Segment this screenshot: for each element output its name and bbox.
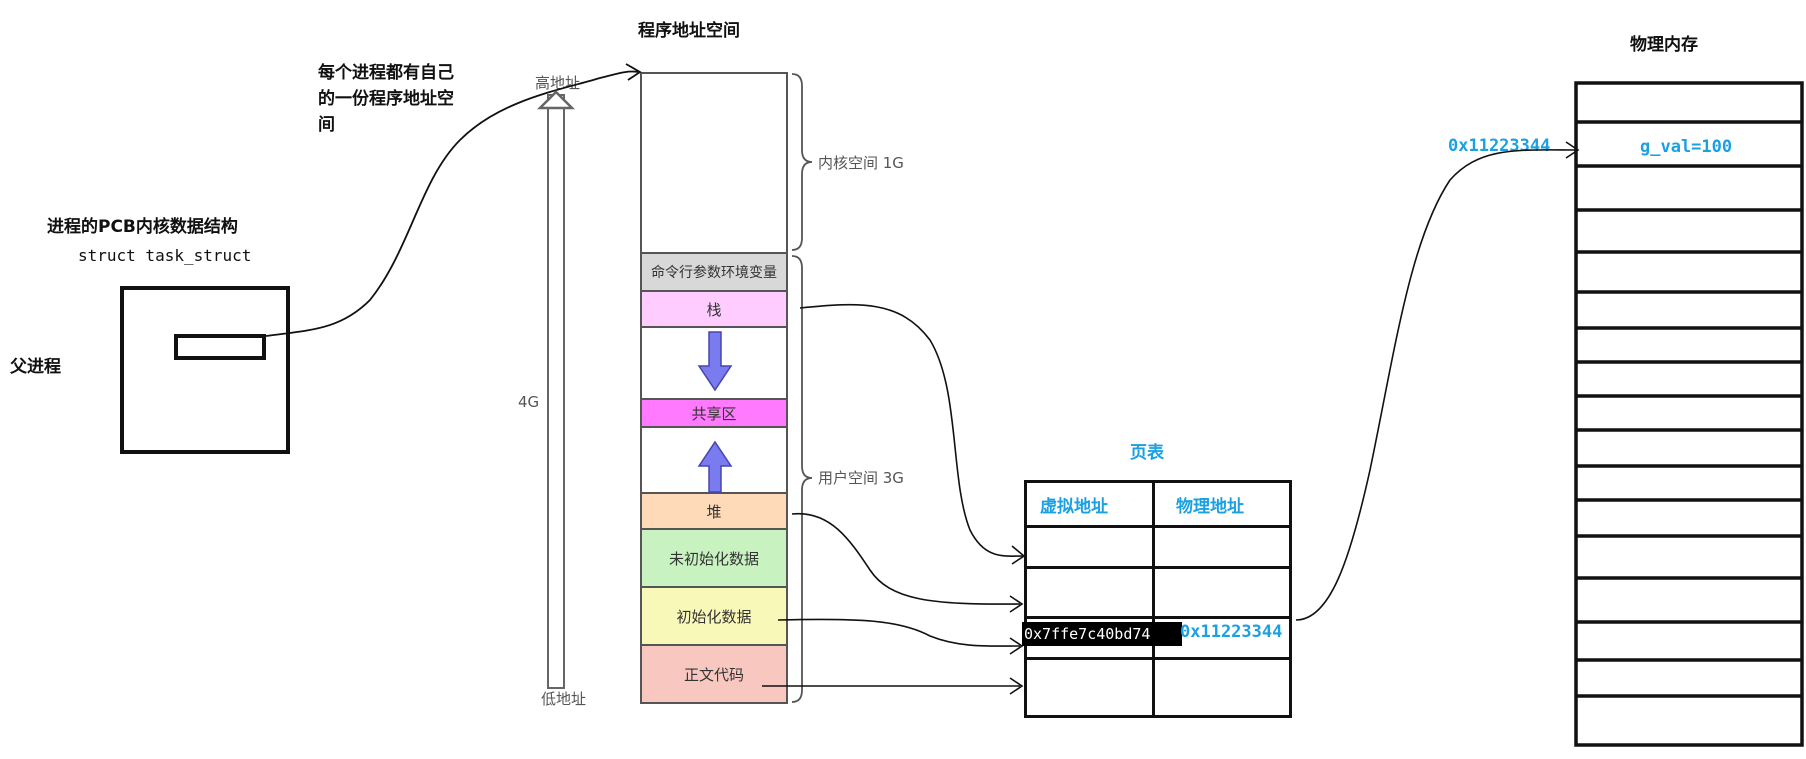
size-4g-label: 4G — [518, 393, 540, 411]
page-table-row-line — [1024, 616, 1289, 619]
4g-axis-arrow-shaft — [547, 94, 565, 689]
arrowhead — [625, 63, 642, 81]
user-space-label: 用户空间 3G — [818, 469, 904, 487]
virtual-address-cell: 0x7ffe7c40bd74 — [1022, 622, 1182, 646]
pcb-heading: 进程的PCB内核数据结构 — [47, 217, 238, 237]
low-address-label: 低地址 — [541, 690, 587, 708]
data-label: 初始化数据 — [676, 607, 752, 626]
bss-segment: 未初始化数据 — [640, 530, 788, 588]
page-table — [1024, 480, 1292, 718]
page-table-row-line — [1024, 525, 1289, 528]
shared-segment: 共享区 — [640, 400, 788, 428]
arrowhead — [1565, 141, 1580, 159]
page-table-to-memory-curve — [1295, 149, 1579, 621]
address-space-title: 程序地址空间 — [638, 21, 740, 41]
arrowhead — [1011, 545, 1026, 565]
page-table-row-line — [1024, 657, 1289, 660]
heap-gap-segment — [640, 428, 788, 494]
4g-axis-arrow-head — [536, 90, 576, 110]
pcb-to-address-space-curve — [265, 70, 639, 337]
page-table-title: 页表 — [1130, 443, 1164, 463]
arrowhead — [1009, 637, 1024, 655]
cmdline-env-segment: 命令行参数环境变量 — [640, 254, 788, 292]
stack-label: 栈 — [706, 300, 722, 319]
note-line-2: 的一份程序地址空 — [318, 89, 454, 109]
cmdline-env-label: 命令行参数环境变量 — [651, 265, 777, 281]
arrowhead — [1009, 595, 1024, 613]
stack-gap-segment — [640, 328, 788, 400]
page-table-virtual-header: 虚拟地址 — [1040, 497, 1108, 517]
physical-address-cell: 0x11223344 — [1180, 622, 1283, 642]
note-line-3: 间 — [318, 115, 335, 135]
arrowhead — [1009, 677, 1024, 695]
page-table-physical-header: 物理地址 — [1176, 497, 1244, 517]
pcb-mm-field — [174, 334, 266, 360]
physical-memory-rows — [1576, 120, 1802, 698]
data-segment: 初始化数据 — [640, 588, 788, 646]
shared-label: 共享区 — [691, 404, 737, 423]
kernel-brace — [791, 73, 813, 251]
parent-process-label: 父进程 — [10, 357, 61, 377]
bss-label: 未初始化数据 — [668, 549, 759, 568]
kernel-space-label: 内核空间 1G — [818, 154, 904, 172]
page-table-row-line — [1024, 566, 1289, 569]
pcb-box — [120, 286, 290, 454]
heap-label: 堆 — [706, 502, 722, 521]
heap-up-arrow — [697, 440, 733, 493]
note-line-1: 每个进程都有自己 — [318, 63, 454, 83]
text-segment: 正文代码 — [640, 646, 788, 704]
stack-down-arrow — [697, 331, 733, 392]
memory-value-label: g_val=100 — [1640, 137, 1733, 157]
heap-segment: 堆 — [640, 494, 788, 530]
user-brace — [791, 255, 813, 703]
heap-to-page-table-curve — [791, 512, 1021, 605]
stack-segment: 栈 — [640, 292, 788, 328]
physical-memory-title: 物理内存 — [1630, 35, 1698, 55]
pcb-struct-label: struct task_struct — [78, 246, 252, 265]
stack-to-page-table-curve — [799, 303, 1025, 557]
text-label: 正文代码 — [683, 665, 744, 684]
data-to-page-table-curve — [777, 618, 1021, 647]
physical-memory-block — [1574, 81, 1804, 747]
page-table-column-divider — [1152, 480, 1155, 718]
kernel-space-segment — [640, 72, 788, 254]
